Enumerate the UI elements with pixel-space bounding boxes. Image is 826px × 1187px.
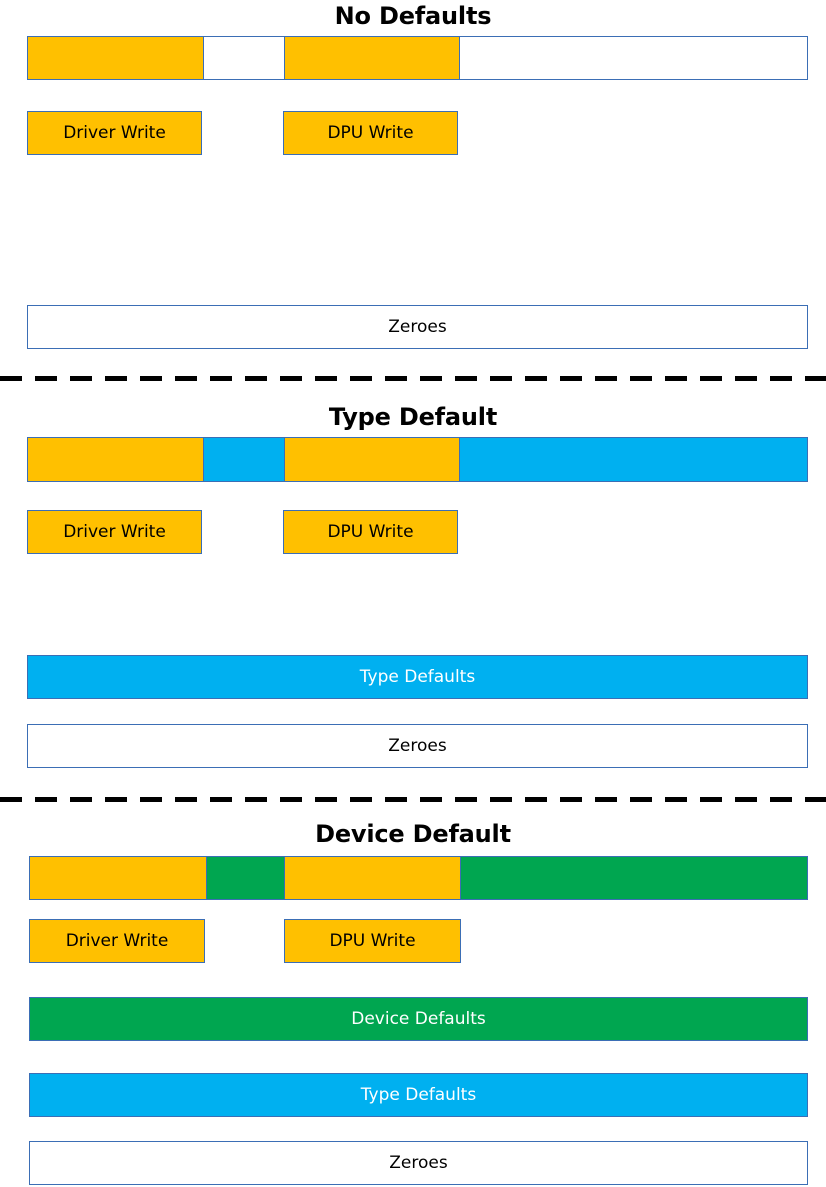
composite-segment-type-defaults-tail: [459, 438, 807, 481]
stack-bar-device-defaults-device-default: Device Defaults: [29, 997, 808, 1041]
composite-segment-driver-write: [28, 438, 203, 481]
write-box-dpu-write-device-default: DPU Write: [284, 919, 461, 963]
write-box-label: DPU Write: [329, 931, 416, 951]
composite-segment-device-defaults-gap: [206, 857, 284, 899]
write-box-label: Driver Write: [65, 931, 169, 951]
write-box-dpu-write-no-defaults: DPU Write: [283, 111, 458, 155]
stack-bar-zeroes-no-defaults: Zeroes: [27, 305, 808, 349]
section-divider-1: [0, 376, 826, 381]
composite-bar-device-default: [29, 856, 808, 900]
composite-segment-driver-write: [30, 857, 206, 899]
stack-bar-zeroes-device-default: Zeroes: [29, 1141, 808, 1185]
composite-segment-zeroes-gap: [203, 37, 284, 79]
stack-bar-label: Zeroes: [388, 736, 447, 756]
stack-bar-label: Type Defaults: [359, 667, 476, 687]
stack-bar-label: Zeroes: [388, 317, 447, 337]
write-box-label: Driver Write: [63, 522, 166, 542]
composite-bar-type-default: [27, 437, 808, 482]
composite-bar-no-defaults: [27, 36, 808, 80]
section-title-device-default: Device Default: [315, 820, 511, 848]
stack-bar-zeroes-type-default: Zeroes: [27, 724, 808, 768]
stack-bar-label: Zeroes: [389, 1153, 448, 1173]
write-box-label: DPU Write: [327, 123, 414, 143]
write-box-label: Driver Write: [63, 123, 166, 143]
write-box-driver-write-no-defaults: Driver Write: [27, 111, 202, 155]
stack-bar-type-defaults-device-default: Type Defaults: [29, 1073, 808, 1117]
composite-segment-dpu-write: [284, 438, 459, 481]
write-box-dpu-write-type-default: DPU Write: [283, 510, 458, 554]
write-box-driver-write-device-default: Driver Write: [29, 919, 205, 963]
section-divider-2: [0, 797, 826, 802]
composite-segment-device-defaults-tail: [460, 857, 807, 899]
write-box-driver-write-type-default: Driver Write: [27, 510, 202, 554]
section-title-no-defaults: No Defaults: [334, 2, 492, 30]
stack-bar-label: Device Defaults: [351, 1009, 486, 1029]
composite-segment-type-defaults-gap: [203, 438, 284, 481]
composite-segment-zeroes-tail: [459, 37, 807, 79]
stack-bar-label: Type Defaults: [360, 1085, 477, 1105]
composite-segment-dpu-write: [284, 37, 459, 79]
section-title-type-default: Type Default: [328, 403, 498, 431]
composite-segment-driver-write: [28, 37, 203, 79]
write-box-label: DPU Write: [327, 522, 414, 542]
composite-segment-dpu-write: [284, 857, 460, 899]
stack-bar-type-defaults-type-default: Type Defaults: [27, 655, 808, 699]
